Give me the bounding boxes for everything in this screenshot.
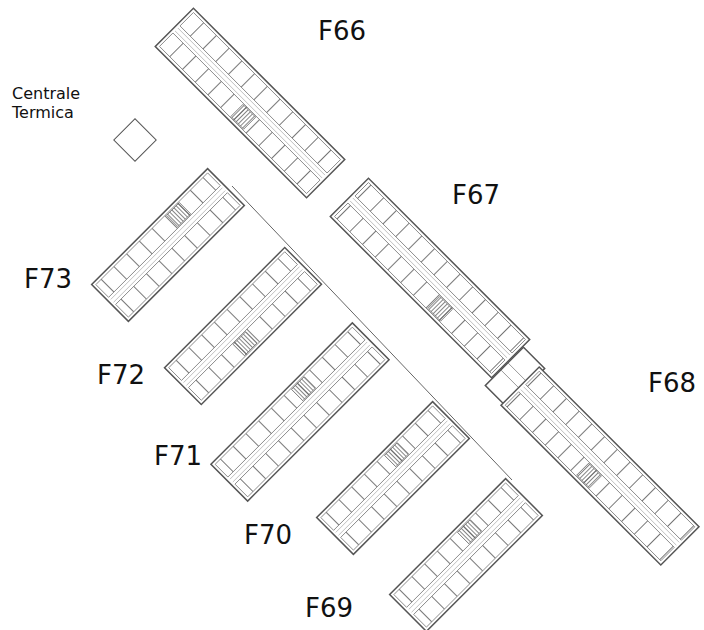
building-f70 [317, 402, 470, 555]
building-label: F72 [97, 360, 145, 391]
building-f66 [155, 8, 345, 198]
building-f68 [501, 367, 699, 565]
building-label: F66 [318, 16, 366, 47]
building-label: F67 [452, 180, 500, 211]
building-f73 [92, 169, 245, 322]
plant-square [114, 119, 156, 161]
building-f69 [390, 479, 543, 630]
building-label: F68 [648, 368, 696, 399]
building-label: F70 [244, 520, 292, 551]
building-label: F71 [154, 441, 202, 472]
building-label: F69 [305, 593, 353, 624]
building-label: F73 [24, 264, 72, 295]
plant-label: Centrale Termica [12, 84, 124, 122]
